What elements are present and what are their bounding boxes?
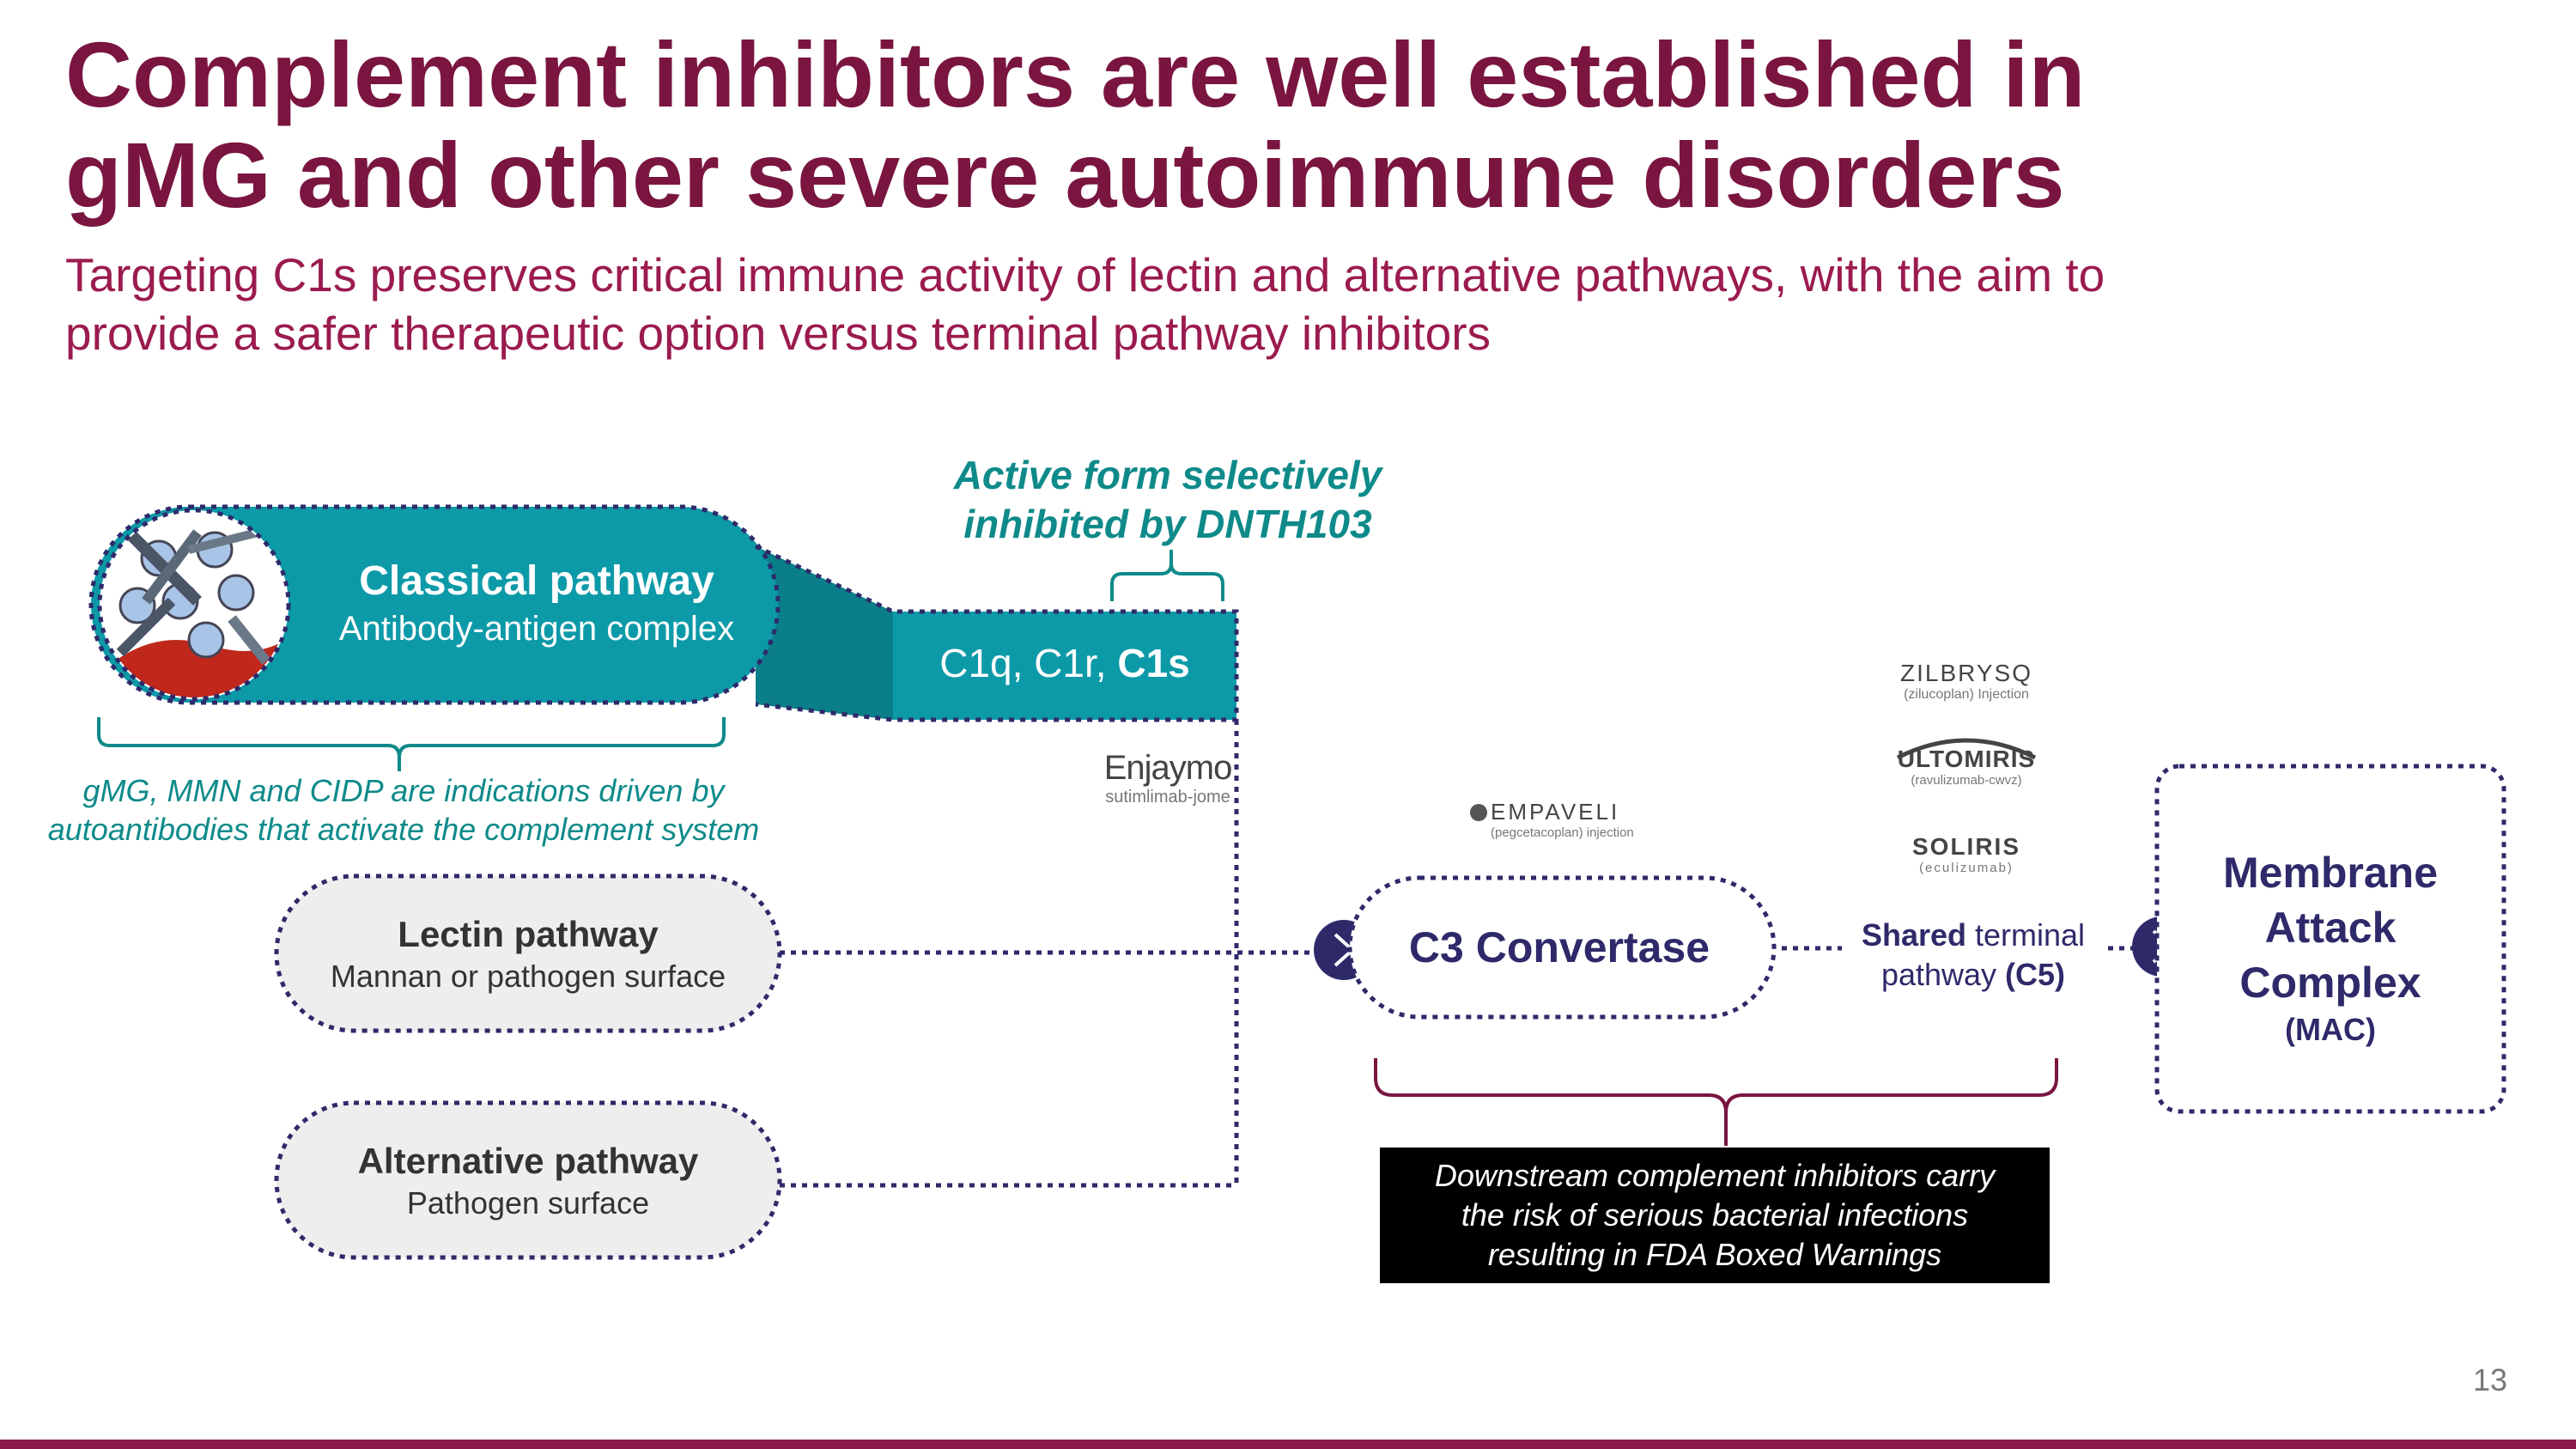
boxed-warning-note: Downstream complement inhibitors carry t…	[1380, 1148, 2050, 1283]
classical-funnel	[756, 546, 893, 720]
shared-text1: terminal	[1966, 917, 2086, 953]
page-title: Complement inhibitors are well establish…	[65, 22, 2086, 227]
ultomiris-logo-icon	[1896, 738, 2037, 760]
c3-convertase-label: C3 Convertase	[1408, 923, 1710, 971]
c1s-bracket	[1110, 550, 1224, 601]
shared-text2: pathway	[1880, 957, 2006, 992]
shared-terminal-label: Shared terminal pathway (C5)	[1844, 916, 2102, 995]
soliris-name: SOLIRIS	[1911, 833, 2020, 860]
enjaymo-logo: Enjaymo sutimlimab-jome	[1082, 749, 1254, 807]
lectin-pathway-label: Lectin pathway Mannan or pathogen surfac…	[276, 912, 780, 996]
mac-box	[2154, 764, 2506, 1114]
alternative-pathway-label: Alternative pathway Pathogen surface	[276, 1139, 780, 1223]
soliris-generic: (eculizumab)	[1919, 861, 2014, 875]
indications-note: gMG, MMN and CIDP are indications driven…	[17, 771, 790, 849]
zilbrysq-name: ZILBRYSQ	[1900, 660, 2032, 686]
mac-abbr: (MAC)	[2285, 1012, 2376, 1047]
classical-pill-border	[88, 504, 781, 705]
mac-line2: Attack	[2264, 904, 2397, 952]
enjaymo-generic: sutimlimab-jome	[1105, 788, 1230, 807]
page-subtitle: Targeting C1s preserves critical immune …	[65, 248, 2105, 360]
classical-subtitle: Antibody-antigen complex	[338, 610, 735, 648]
indications-line1: gMG, MMN and CIDP are indications driven…	[82, 773, 725, 808]
enjaymo-name: Enjaymo	[1103, 749, 1233, 787]
c1s-label: C1s	[1117, 641, 1190, 685]
zilbrysq-generic: (zilucoplan) Injection	[1904, 687, 2029, 702]
zilbrysq-logo: ZILBRYSQ (zilucoplan) Injection	[1872, 660, 2061, 703]
alternative-title: Alternative pathway	[357, 1141, 699, 1181]
mac-label: Membrane Attack Complex (MAC)	[2157, 845, 2504, 1050]
ultomiris-logo: ULTOMIRIS (ravulizumab-cwvz)	[1872, 746, 2061, 788]
empaveli-logo-icon	[1470, 804, 1487, 821]
classical-title: Classical pathway	[359, 558, 714, 604]
active-form-line1: Active form selectively	[953, 453, 1382, 497]
lectin-title: Lectin pathway	[398, 914, 659, 954]
shared-c5: (C5)	[2005, 957, 2066, 992]
classical-bracket	[97, 717, 726, 771]
mac-line1: Membrane	[2222, 849, 2439, 897]
page-number: 13	[2473, 1362, 2508, 1397]
soliris-logo: SOLIRIS (eculizumab)	[1872, 833, 2061, 875]
c3-convertase-pill	[1347, 875, 1777, 1020]
boxed-warning-text: Downstream complement inhibitors carry t…	[1434, 1158, 1996, 1272]
mac-line3: Complex	[2239, 959, 2421, 1007]
ultomiris-name: ULTOMIRIS	[1897, 746, 2036, 772]
alternative-pill	[274, 1100, 782, 1260]
empaveli-name: EMPAVELI	[1491, 799, 1620, 825]
c1-complex-box	[893, 612, 1236, 720]
c1-complex-prefix: C1q, C1r,	[939, 641, 1118, 685]
empaveli-generic: (pegcetacoplan) injection	[1491, 825, 1634, 840]
downstream-bracket	[1374, 1058, 2058, 1146]
ultomiris-generic: (ravulizumab-cwvz)	[1911, 773, 2022, 788]
classical-pathway-label: Classical pathway Antibody-antigen compl…	[283, 557, 790, 651]
bottom-bar	[0, 1440, 2576, 1449]
alternative-subtitle: Pathogen surface	[406, 1185, 650, 1221]
lectin-subtitle: Mannan or pathogen surface	[330, 959, 726, 994]
empaveli-logo: EMPAVELI (pegcetacoplan) injection	[1491, 799, 1662, 840]
indications-line2: autoantibodies that activate the complem…	[47, 812, 760, 847]
c1-complex-label: C1q, C1r, C1s	[893, 640, 1236, 686]
active-form-note: Active form selectively inhibited by DNT…	[902, 451, 1434, 549]
shared-bold: Shared	[1861, 917, 1966, 953]
antibody-complex-image	[97, 508, 291, 702]
active-form-line2: inhibited by DNTH103	[963, 502, 1372, 546]
c1-box-border	[754, 544, 1239, 722]
